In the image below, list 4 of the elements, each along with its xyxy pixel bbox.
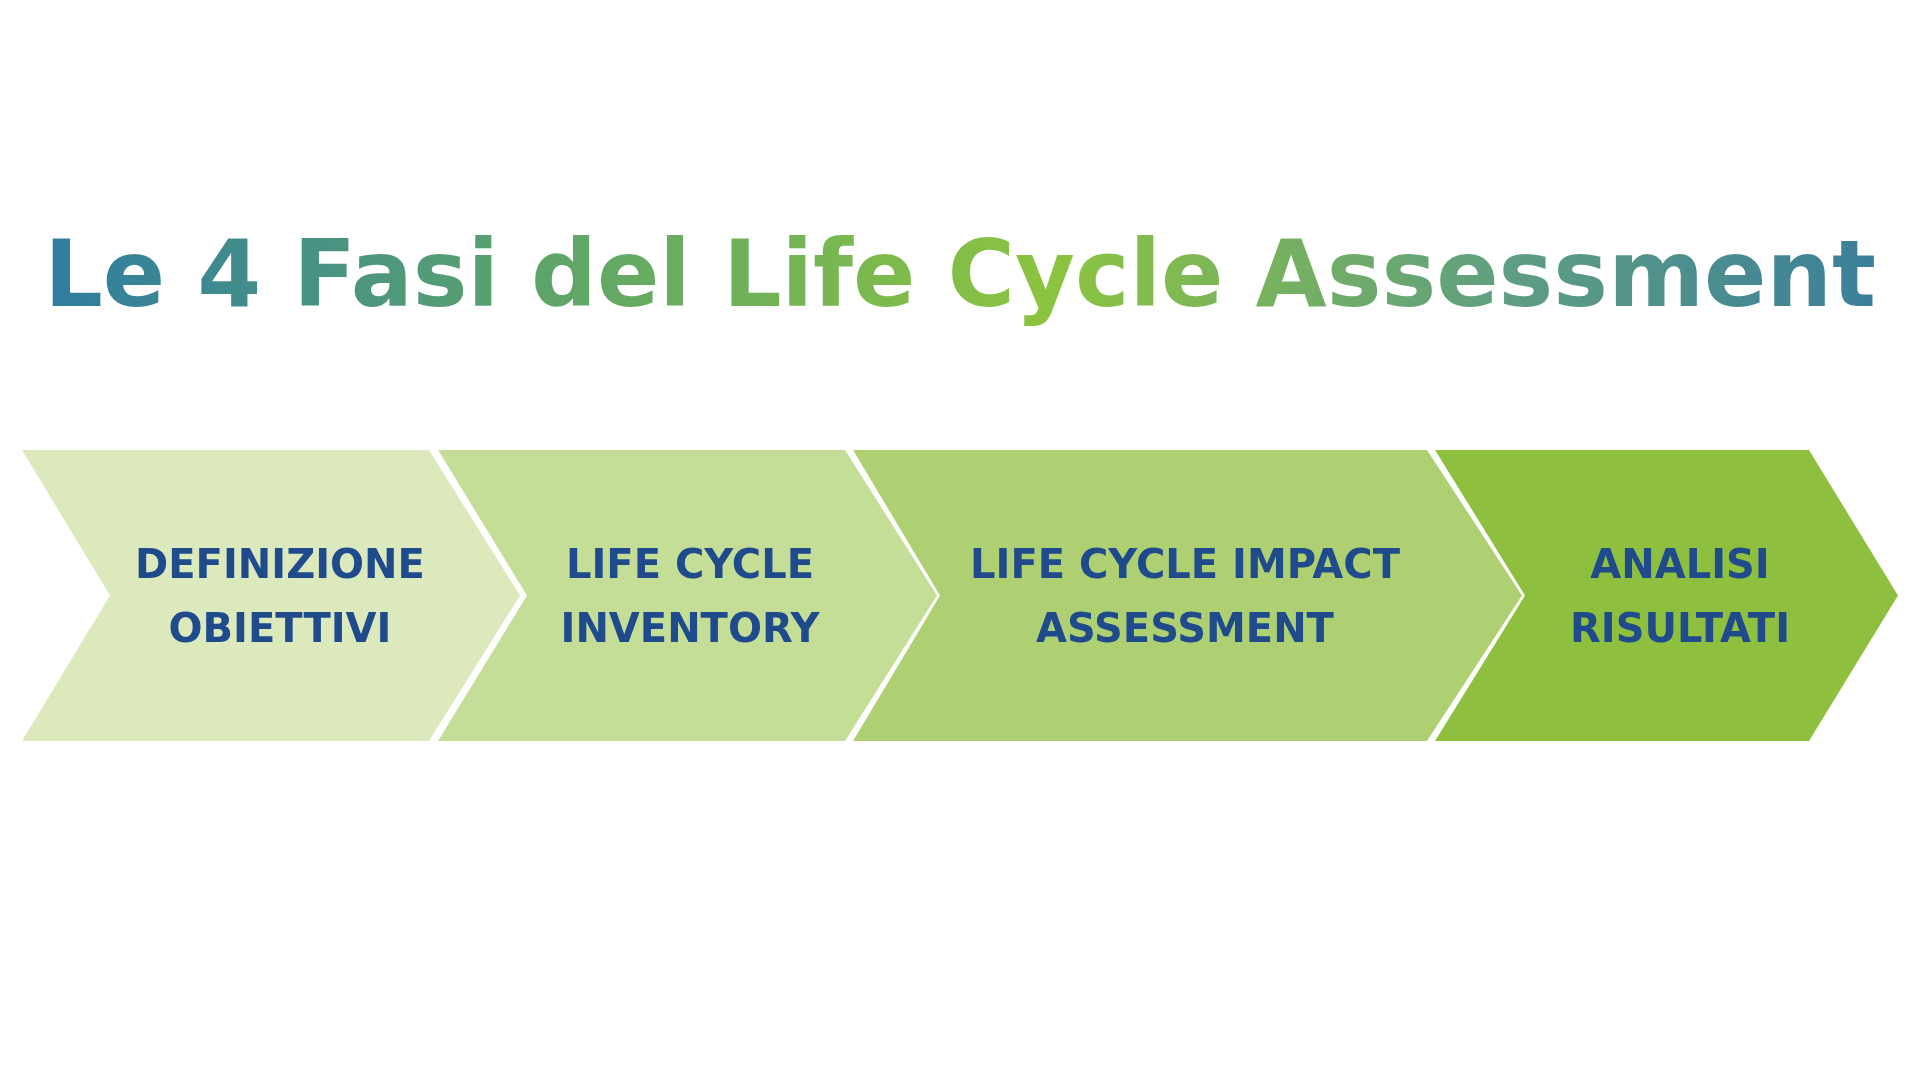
step-label: ANALISI RISULTATI [1568, 539, 1791, 653]
step-label: LIFE CYCLE IMPACT ASSESSMENT [969, 539, 1401, 653]
step-label: DEFINIZIONE OBIETTIVI [134, 539, 426, 653]
step-label: LIFE CYCLE INVENTORY [559, 539, 821, 653]
